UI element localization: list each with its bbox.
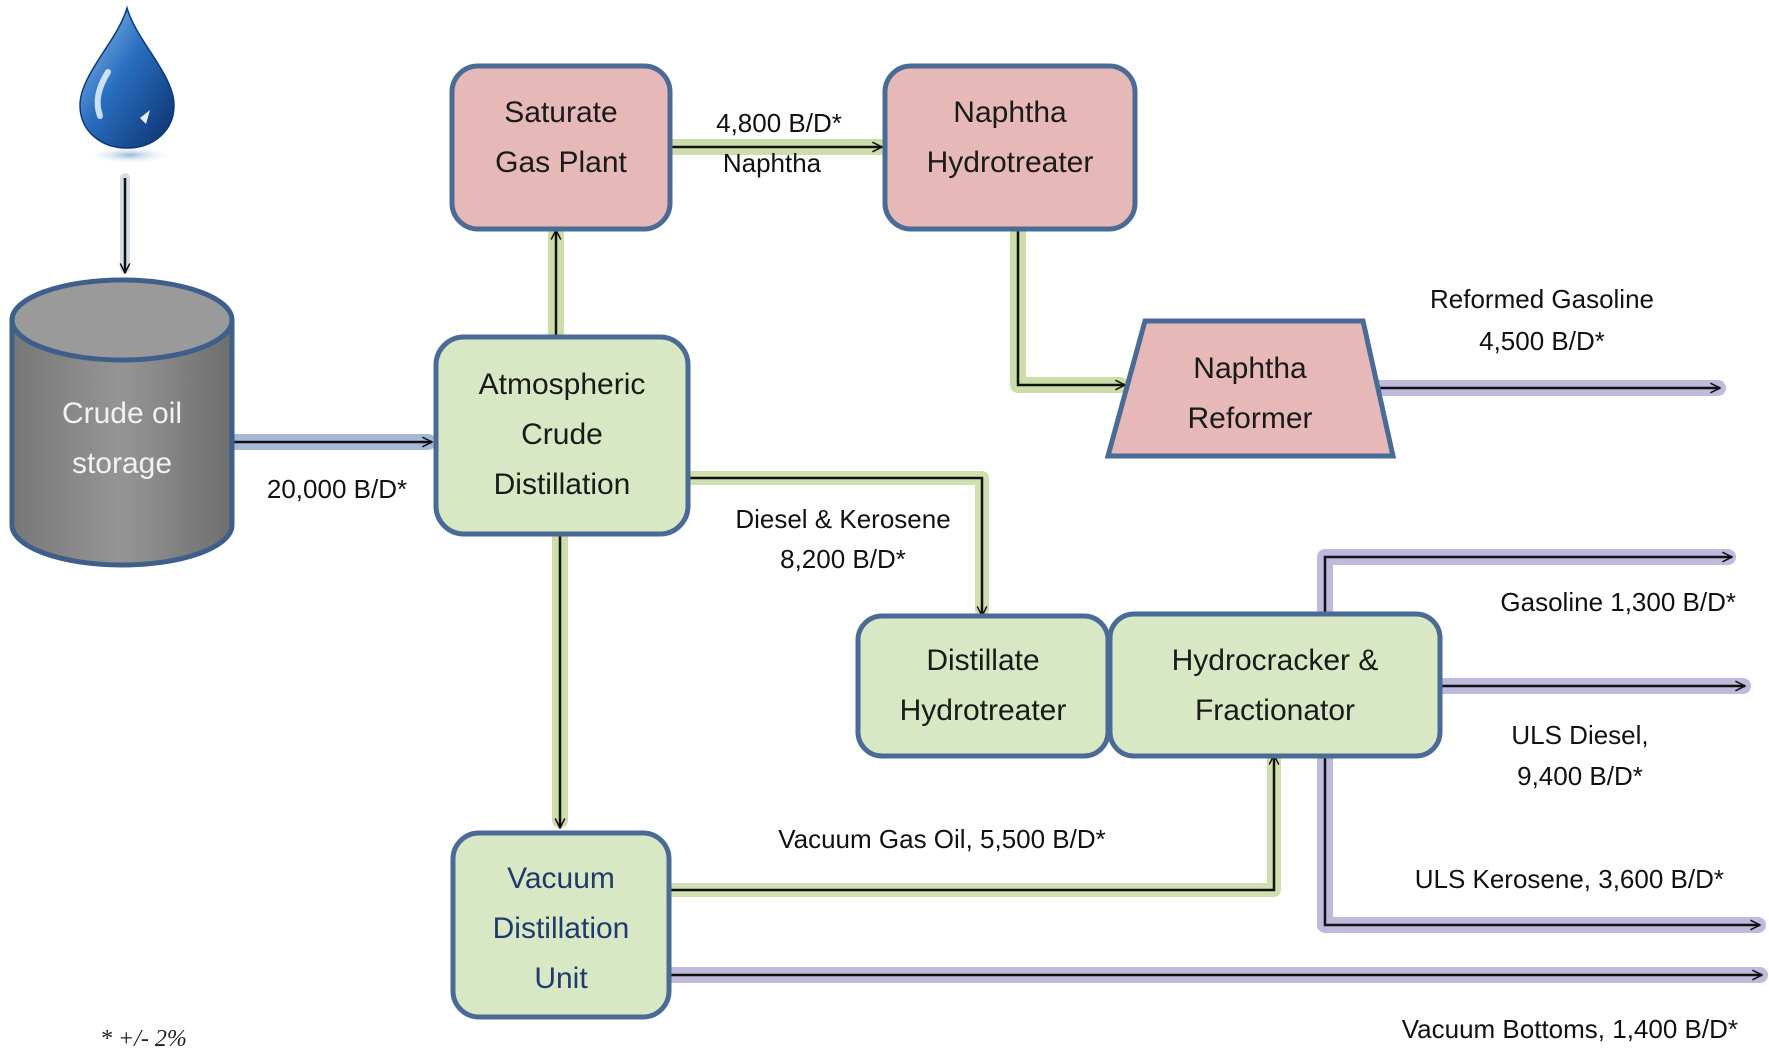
naphtha-reformer-line1: Naphtha xyxy=(1193,352,1307,385)
distillate-hydrotreater-line2: Hydrotreater xyxy=(900,694,1067,727)
crude-storage-label-line2: storage xyxy=(72,447,172,480)
oil-drop-icon xyxy=(79,5,175,164)
vacuum-distillation-unit-box: Vacuum Distillation Unit xyxy=(450,830,672,1020)
vacuum-line3: Unit xyxy=(534,962,588,995)
naphtha-reformer-line2: Reformer xyxy=(1187,402,1312,435)
uls-kerosene-arrow xyxy=(1323,756,1760,925)
nht-to-reformer-glow xyxy=(1010,222,1128,393)
naphtha-rate-label: 4,800 B/D* xyxy=(716,108,842,138)
crude-feed-label: 20,000 B/D* xyxy=(267,474,407,504)
gasoline-label: Gasoline 1,300 B/D* xyxy=(1500,587,1736,617)
vacuum-line2: Distillation xyxy=(493,912,630,945)
hydrocracker-line1: Hydrocracker & xyxy=(1172,644,1379,677)
atmospheric-line1: Atmospheric xyxy=(479,368,646,401)
reformed-gasoline-rate-label: 4,500 B/D* xyxy=(1479,326,1605,356)
footnote-text: * +/- 2% xyxy=(100,1026,187,1048)
naphtha-name-label: Naphtha xyxy=(723,148,822,178)
diesel-kerosene-arrow xyxy=(688,476,982,616)
distillate-hydrotreater-line1: Distillate xyxy=(926,644,1039,677)
distillate-hydrotreater-box: Distillate Hydrotreater xyxy=(855,613,1111,759)
diesel-kerosene-name-label: Diesel & Kerosene xyxy=(735,504,950,534)
hydrocracker-line2: Fractionator xyxy=(1195,694,1355,727)
naphtha-hydrotreater-box: Naphtha Hydrotreater xyxy=(882,63,1138,232)
atmospheric-line3: Distillation xyxy=(494,468,631,501)
saturate-gas-plant-line1: Saturate xyxy=(504,96,617,129)
crude-oil-storage: Crude oil storage xyxy=(9,277,235,568)
naphtha-hydrotreater-line2: Hydrotreater xyxy=(927,146,1094,179)
atmospheric-crude-distillation-box: Atmospheric Crude Distillation xyxy=(433,334,691,537)
naphtha-hydrotreater-line1: Naphtha xyxy=(953,96,1067,129)
saturate-gas-plant-line2: Gas Plant xyxy=(495,146,627,179)
vacuum-line1: Vacuum xyxy=(507,862,615,895)
atmospheric-line2: Crude xyxy=(521,418,603,451)
naphtha-reformer-box: Naphtha Reformer xyxy=(1104,318,1397,459)
crude-storage-label-line1: Crude oil xyxy=(62,397,182,430)
vacuum-gas-oil-label: Vacuum Gas Oil, 5,500 B/D* xyxy=(778,824,1106,854)
uls-diesel-name-label: ULS Diesel, xyxy=(1511,720,1648,750)
gasoline-arrow xyxy=(1323,557,1732,614)
diesel-kerosene-rate-label: 8,200 B/D* xyxy=(780,544,906,574)
reformed-gasoline-name-label: Reformed Gasoline xyxy=(1430,284,1654,314)
hydrocracker-fractionator-box: Hydrocracker & Fractionator xyxy=(1107,611,1443,759)
nht-to-reformer-arrow xyxy=(1016,230,1125,385)
uls-diesel-rate-label: 9,400 B/D* xyxy=(1517,761,1643,791)
vacuum-bottoms-label: Vacuum Bottoms, 1,400 B/D* xyxy=(1402,1014,1738,1044)
saturate-gas-plant-box: Saturate Gas Plant xyxy=(449,63,673,232)
vgo-flow-arrow xyxy=(669,755,1274,892)
uls-kerosene-label: ULS Kerosene, 3,600 B/D* xyxy=(1415,864,1724,894)
